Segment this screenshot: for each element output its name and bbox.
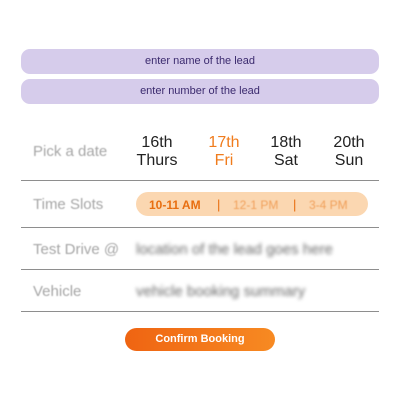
time-slots-label: Time Slots (33, 196, 104, 213)
row-divider (21, 180, 379, 181)
slot-12-1pm[interactable]: 12-1 PM (233, 198, 279, 212)
row-divider (21, 311, 379, 312)
time-slots-selector (136, 192, 368, 216)
date-weekday: Sun (334, 152, 364, 169)
date-option-18th[interactable]: 18th Sat (256, 134, 316, 170)
row-divider (21, 227, 379, 228)
slot-10-11am[interactable]: 10-11 AM (149, 198, 201, 212)
date-weekday: Thurs (136, 152, 178, 169)
date-day: 18th (270, 134, 302, 151)
pick-date-label: Pick a date (33, 143, 108, 160)
date-day: 20th (333, 134, 365, 151)
row-divider (21, 269, 379, 270)
test-drive-location-value: location of the lead goes here (136, 241, 333, 258)
date-day: 16th (141, 134, 173, 151)
slot-separator: | (217, 197, 221, 212)
vehicle-label: Vehicle (33, 283, 82, 300)
date-option-17th[interactable]: 17th Fri (194, 134, 254, 170)
date-option-20th[interactable]: 20th Sun (319, 134, 379, 170)
lead-name-input[interactable]: enter name of the lead (21, 49, 379, 74)
slot-3-4pm[interactable]: 3-4 PM (309, 198, 348, 212)
test-drive-label: Test Drive @ (33, 241, 120, 258)
lead-number-input[interactable]: enter number of the lead (21, 79, 379, 104)
vehicle-summary-value: vehicle booking summary (136, 283, 306, 300)
date-weekday: Sat (273, 152, 298, 169)
confirm-booking-button[interactable]: Confirm Booking (125, 328, 275, 351)
date-day: 17th (208, 134, 240, 151)
slot-separator: | (293, 197, 297, 212)
date-option-16th[interactable]: 16th Thurs (127, 134, 187, 170)
date-weekday: Fri (214, 152, 234, 169)
